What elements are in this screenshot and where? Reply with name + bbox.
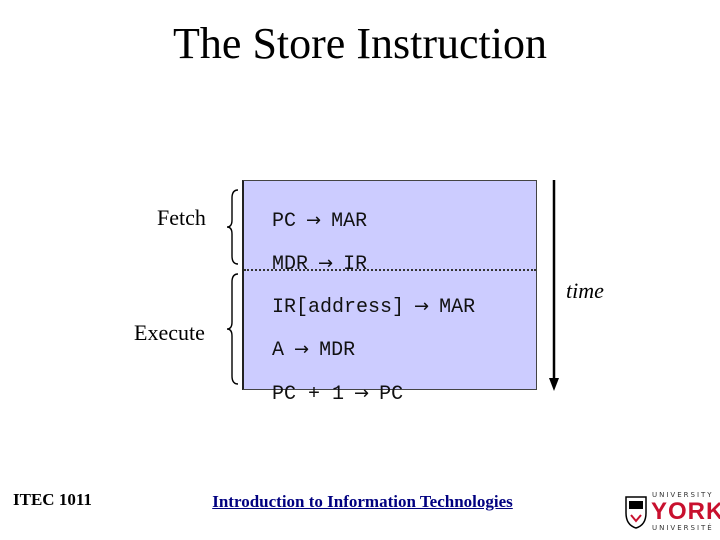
logo-main-text: YORK — [651, 498, 720, 525]
step-source: MDR — [272, 253, 309, 276]
step-source: PC + 1 — [272, 383, 345, 406]
logo-top-text: UNIVERSITY — [652, 491, 714, 499]
crest-icon — [625, 496, 647, 529]
course-title-link[interactable]: Introduction to Information Technologies — [212, 492, 513, 511]
step-pc-to-mar: PC → MAR — [248, 187, 367, 233]
step-pc-increment: PC + 1 → PC — [248, 360, 403, 406]
step-destination: MDR — [319, 339, 356, 362]
arrow-icon: → — [294, 339, 310, 360]
step-destination: MAR — [331, 210, 368, 233]
fetch-brace — [226, 189, 239, 265]
execute-label: Execute — [134, 320, 205, 345]
time-label: time — [566, 278, 604, 303]
step-destination: PC — [379, 383, 404, 406]
step-a-to-mdr: A → MDR — [248, 316, 355, 362]
fetch-label: Fetch — [157, 205, 206, 230]
arrow-icon: → — [306, 210, 322, 231]
york-university-logo: UNIVERSITY YORK UNIVERSITÉ — [624, 487, 720, 533]
slide-title: The Store Instruction — [173, 19, 547, 68]
step-iraddr-to-mar: IR[address] → MAR — [248, 273, 475, 319]
step-destination: IR — [343, 253, 368, 276]
step-source: A — [272, 339, 285, 362]
course-code: ITEC 1011 — [13, 490, 92, 509]
logo-bottom-text: UNIVERSITÉ — [652, 524, 714, 532]
register-transfer-box — [242, 180, 537, 390]
arrow-icon: → — [318, 253, 334, 274]
step-source: IR[address] — [272, 296, 405, 319]
time-arrow-icon — [549, 180, 559, 391]
step-mdr-to-ir: MDR → IR — [248, 230, 367, 276]
step-destination: MAR — [439, 296, 476, 319]
phase-separator — [244, 269, 536, 271]
arrow-icon: → — [354, 383, 370, 404]
step-source: PC — [272, 210, 297, 233]
execute-brace — [226, 273, 239, 385]
arrow-icon: → — [414, 296, 430, 317]
